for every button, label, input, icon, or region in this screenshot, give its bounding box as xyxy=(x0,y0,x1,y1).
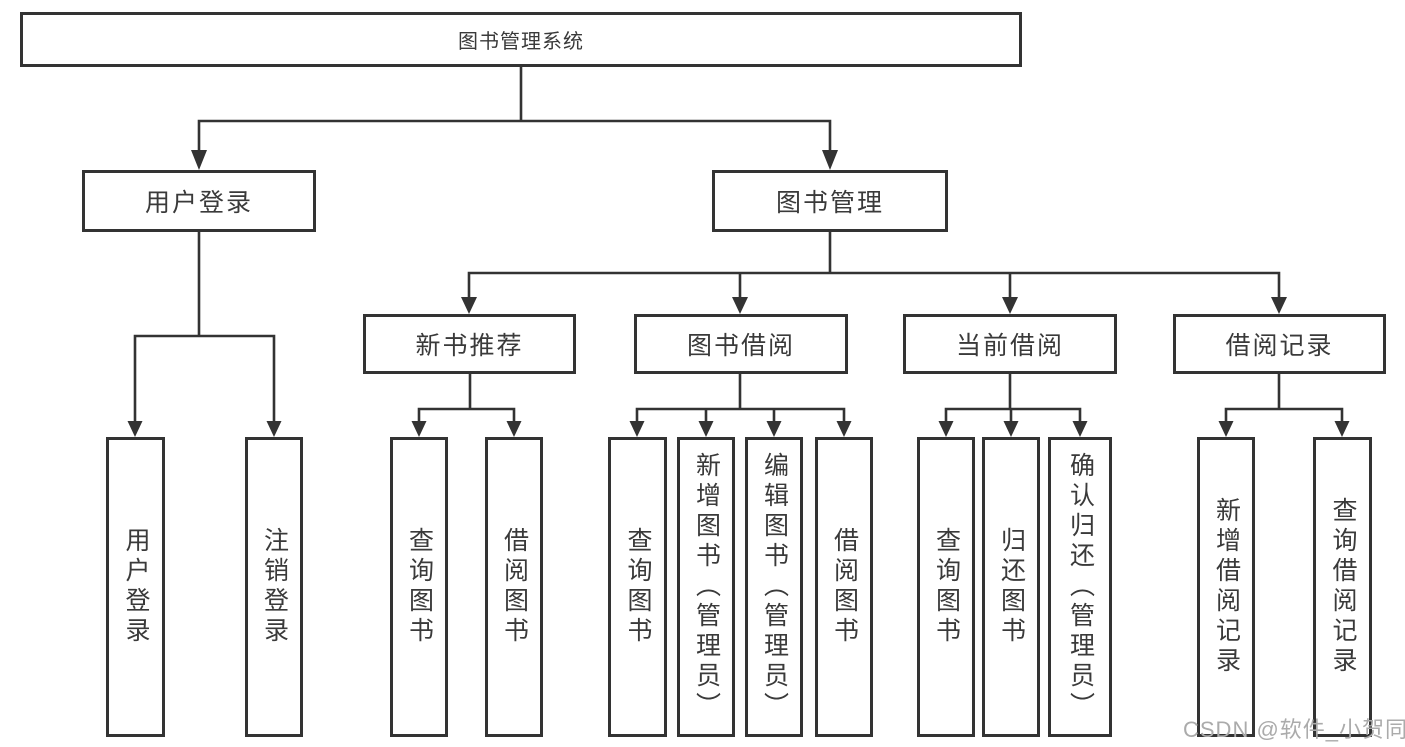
leaf-borrow-books-borrowing: 借阅图书 xyxy=(815,437,873,737)
leaf-borrow-books-newbook: 借阅图书 xyxy=(485,437,543,737)
node-label: 编辑图书（管理员） xyxy=(760,452,789,722)
node-root-system: 图书管理系统 xyxy=(20,12,1022,67)
connector-records-to-leaves xyxy=(1224,374,1344,423)
node-label: 新增借阅记录 xyxy=(1212,497,1241,677)
node-label: 归还图书 xyxy=(997,527,1026,647)
leaf-user-login: 用户登录 xyxy=(106,437,165,737)
watermark: CSDN @软件_小贺同学 xyxy=(1183,717,1405,742)
node-label: 当前借阅 xyxy=(955,332,1064,360)
node-label: 用户登录 xyxy=(122,527,150,647)
node-new-book-recommend: 新书推荐 xyxy=(363,314,576,374)
node-book-management: 图书管理 xyxy=(712,170,948,232)
leaf-add-book-admin: 新增图书（管理员） xyxy=(677,437,735,737)
leaf-confirm-return-admin: 确认归还（管理员） xyxy=(1048,437,1112,737)
node-label: 图书管理系统 xyxy=(458,31,584,53)
arrowheads-level3 xyxy=(461,297,1287,314)
node-label: 查询图书 xyxy=(405,527,434,647)
node-label: 借阅图书 xyxy=(830,527,859,647)
node-book-borrowing: 图书借阅 xyxy=(634,314,848,374)
node-label: 用户登录 xyxy=(144,189,253,217)
connector-userlogin-to-leaves xyxy=(133,232,276,422)
leaf-add-borrow-record: 新增借阅记录 xyxy=(1197,437,1255,737)
connector-root-to-level2 xyxy=(197,67,832,154)
leaf-query-books-borrowing: 查询图书 xyxy=(608,437,667,737)
node-label: 借阅图书 xyxy=(500,527,529,647)
connector-borrowing-to-leaves xyxy=(635,374,846,423)
node-label: 注销登录 xyxy=(260,527,289,647)
node-label: 新增图书（管理员） xyxy=(692,452,721,722)
leaf-query-books-newbook: 查询图书 xyxy=(390,437,448,737)
leaf-return-books: 归还图书 xyxy=(982,437,1040,737)
leaf-query-borrow-record: 查询借阅记录 xyxy=(1313,437,1372,737)
node-user-login: 用户登录 xyxy=(82,170,316,232)
leaf-logout: 注销登录 xyxy=(245,437,303,737)
leaf-edit-book-admin: 编辑图书（管理员） xyxy=(745,437,803,737)
connector-bookmgmt-to-level3 xyxy=(467,232,1281,300)
leaf-query-books-current: 查询图书 xyxy=(917,437,975,737)
arrowheads-leaves xyxy=(127,421,1350,437)
node-label: 查询图书 xyxy=(932,527,961,647)
node-label: 图书管理 xyxy=(775,189,884,217)
node-current-borrowing: 当前借阅 xyxy=(903,314,1117,374)
node-label: 查询图书 xyxy=(624,527,652,647)
node-label: 查询借阅记录 xyxy=(1329,497,1357,677)
node-label: 图书借阅 xyxy=(686,332,795,360)
node-label: 借阅记录 xyxy=(1225,332,1334,360)
arrowheads-level2 xyxy=(191,150,838,170)
node-label: 确认归还（管理员） xyxy=(1066,452,1095,722)
connector-current-to-leaves xyxy=(944,374,1082,423)
node-label: 新书推荐 xyxy=(415,332,524,360)
connector-newbook-to-leaves xyxy=(417,374,516,423)
node-borrow-records: 借阅记录 xyxy=(1173,314,1386,374)
